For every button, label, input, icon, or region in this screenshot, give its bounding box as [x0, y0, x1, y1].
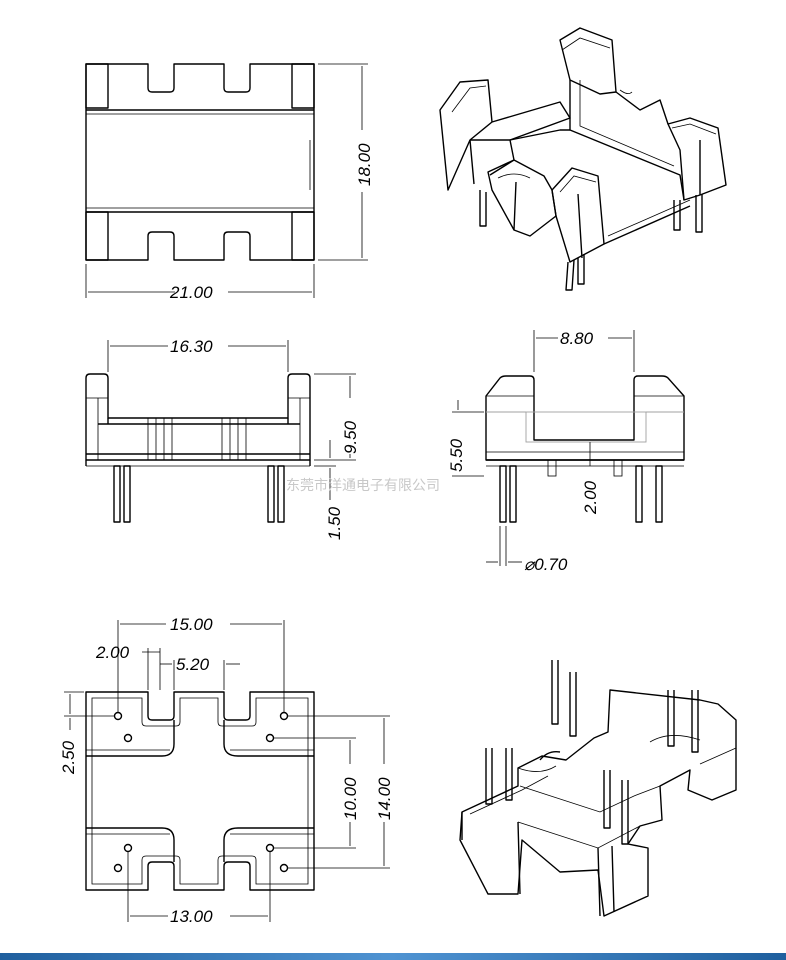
dim-bottom-inner: 10.00 — [341, 777, 360, 820]
watermark: 东莞市洋通电子有限公司 — [286, 477, 440, 494]
dim-side-pin-dia: ⌀0.70 — [524, 555, 568, 574]
dim-top-height: 18.00 — [355, 143, 374, 186]
dim-side-height: 5.50 — [447, 438, 466, 472]
dim-front-pin: 1.50 — [325, 506, 344, 540]
dim-bottom-offset: 2.00 — [95, 643, 130, 662]
dim-side-depth: 2.00 — [581, 480, 600, 515]
dim-bottom-left: 2.50 — [59, 740, 78, 775]
dim-bottom-pin-pitch: 15.00 — [170, 615, 213, 634]
side-view — [452, 330, 685, 566]
dim-bottom-outer: 14.00 — [375, 777, 394, 820]
dim-bottom-lower-pitch: 13.00 — [170, 907, 213, 926]
iso-view-top — [439, 27, 727, 291]
dim-bottom-slot: 5.20 — [176, 655, 210, 674]
footer-bar — [0, 953, 786, 960]
iso-view-bottom — [459, 660, 737, 917]
dim-front-height: 9.50 — [341, 420, 360, 454]
dim-side-slot: 8.80 — [560, 329, 594, 348]
bottom-view — [64, 620, 390, 922]
top-view — [85, 63, 368, 298]
front-view — [85, 340, 356, 523]
dim-front-inner-width: 16.30 — [170, 337, 213, 356]
dim-top-width: 21.00 — [169, 283, 213, 302]
